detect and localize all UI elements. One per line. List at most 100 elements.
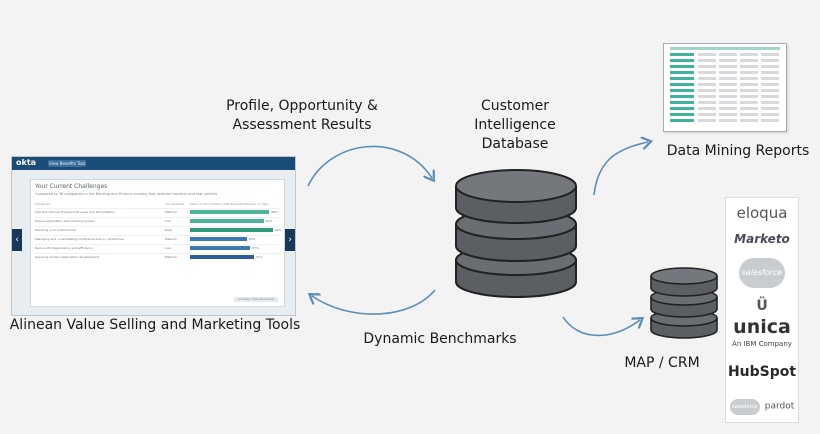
curved-arrow-icon [312,289,436,315]
challenges-subtitle: Compared to 38 companies in the Banking … [35,192,218,196]
report-cell [719,107,737,110]
report-cell [740,113,758,116]
report-cell [761,89,779,92]
next-arrow-icon[interactable]: › [285,229,295,251]
peer-bar [190,255,254,259]
dynamic-benchmarks-label: Dynamic Benchmarks [363,331,517,347]
report-cell [740,83,758,86]
column-industry: Peers in Your Industry that Selected Med… [190,202,269,206]
selected-value: Low [165,219,171,223]
report-row-accent [670,83,694,86]
report-cell [761,101,779,104]
report-cell [740,77,758,80]
report-cell [740,71,758,74]
customer-database-label: Customer Intelligence Database [474,98,556,152]
report-cell [698,113,716,116]
report-row-accent [670,77,694,80]
map-crm-label: MAP / CRM [624,355,700,371]
report-cell [761,83,779,86]
challenges-title: Your Current Challenges [35,183,108,190]
challenge-text: Managing and consolidating multiple dire… [35,237,124,241]
report-cell [698,59,716,62]
marketo-logo: Marketo [734,232,790,246]
database-icon [455,169,577,298]
report-row-accent [670,59,694,62]
prev-arrow-icon[interactable]: ‹ [12,229,22,251]
peer-bar [190,219,264,223]
peer-bar [190,237,247,241]
vendor-logos-panel: eloqua Marketo salesforce Ü unica An IBM… [725,197,799,423]
table-row: Secure API Dependency and efficiency Low 6… [35,244,280,252]
tool-screenshot: okta View Benefits Tool ‹ › Your Current… [11,156,296,316]
report-cell [719,59,737,62]
challenge-text: Add and remove IT personnel users and te… [35,210,115,214]
report-cell [698,101,716,104]
report-row-accent [670,89,694,92]
report-cell [740,89,758,92]
report-cell [761,77,779,80]
report-row-accent [670,65,694,68]
curved-arrow-icon [593,142,648,196]
challenge-text: Securing your environment [35,228,76,232]
eloqua-logo: eloqua [736,204,788,222]
column-challenge: Challenge [35,202,50,206]
report-cell [698,53,716,56]
salesforce-logo: salesforce [726,258,798,288]
report-cell [719,65,737,68]
table-row: Managing and consolidating multiple dire… [35,235,280,243]
hubspot-logo: HubSpot [727,364,797,380]
selected-value: Medium [165,237,177,241]
report-cell [740,101,758,104]
report-cell [761,119,779,122]
curved-arrow-icon [562,316,640,337]
report-cell [740,53,758,56]
report-cell [719,113,737,116]
report-cell [740,95,758,98]
report-cell [698,83,716,86]
data-mining-label: Data Mining Reports [666,143,810,159]
report-row-accent [670,53,694,56]
selected-value: Medium [165,255,177,259]
report-cell [740,119,758,122]
salesforce-pardot-cloud-icon: salesforce [729,398,760,415]
report-row-accent [670,107,694,110]
report-cell [698,65,716,68]
report-cell [698,119,716,122]
database-icon [650,267,718,339]
complete-button[interactable]: Complete / Show Benchmark [234,297,278,302]
report-row-accent [670,95,694,98]
pardot-logo: salesforce pardot [726,396,798,418]
report-cell [719,89,737,92]
peer-percent: 88% [271,210,278,214]
challenge-text: Secure API Dependency and efficiency [35,246,93,250]
report-cell [719,101,737,104]
ibm-company-text: An IBM Company [732,340,792,348]
selected-value: High [165,228,172,232]
report-cell [698,95,716,98]
peer-percent: 67% [252,246,259,250]
report-cell [761,113,779,116]
report-cell [740,59,758,62]
report-row-accent [670,119,694,122]
report-cell [719,53,737,56]
unica-mark-icon: Ü [756,298,768,314]
screenshot-tab[interactable]: View Benefits Tool [48,160,86,167]
report-row-accent [670,71,694,74]
report-table [670,47,780,122]
report-cell [740,107,758,110]
report-row-accent [670,113,694,116]
report-cell [719,77,737,80]
report-header [670,47,780,50]
screenshot-header: okta View Benefits Tool [12,157,295,170]
report-cell [698,77,716,80]
selected-value: Medium [165,210,177,214]
table-row: Add and remove IT personnel users and te… [35,208,280,216]
peer-percent: 71% [255,255,263,259]
selected-value: Low [165,246,171,250]
report-cell [761,107,779,110]
report-row-accent [670,101,694,104]
profile-results-label: Profile, Opportunity & Assessment Result… [226,98,378,133]
report-sheet-icon [663,43,787,132]
